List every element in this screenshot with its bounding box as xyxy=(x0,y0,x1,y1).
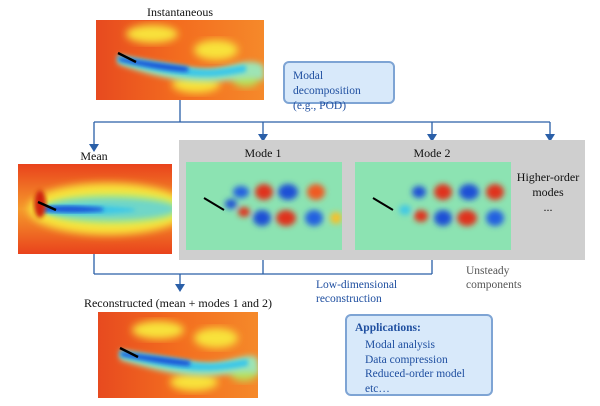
unsteady-components-caption: Unsteady components xyxy=(466,264,522,292)
low-dimensional-caption: Low-dimensional reconstruction xyxy=(316,278,397,306)
reconstructed-label: Reconstructed (mean + modes 1 and 2) xyxy=(83,296,273,310)
list-item: Data compression xyxy=(365,353,448,366)
applications-box: Applications: Modal analysis Data compre… xyxy=(345,314,493,396)
reconstructed-flow-image xyxy=(98,312,258,398)
unsteady-line1: Unsteady xyxy=(466,265,510,277)
modal-box-line2: (e.g., POD) xyxy=(293,100,347,112)
mode1-image xyxy=(186,162,342,250)
instantaneous-flow-image xyxy=(96,20,264,100)
list-item: Reduced-order model xyxy=(365,368,465,380)
low-dim-line1: Low-dimensional xyxy=(316,279,398,291)
modal-decomposition-box: Modal decomposition (e.g., POD) xyxy=(283,61,395,112)
higher-order-line1: Higher-order xyxy=(516,170,580,184)
list-item: etc… xyxy=(365,382,390,395)
higher-order-line3: ... xyxy=(543,200,553,214)
low-dim-line2: reconstruction xyxy=(316,293,382,305)
instantaneous-title: Instantaneous xyxy=(147,5,213,19)
higher-order-modes-text: Higher-order modes ... xyxy=(517,170,579,215)
applications-list: Modal analysis Data compression Reduced-… xyxy=(355,338,483,396)
mode2-label: Mode 2 xyxy=(413,146,451,160)
unsteady-line2: components xyxy=(466,279,522,291)
list-item: Modal analysis xyxy=(365,339,435,351)
mean-label: Mean xyxy=(80,149,108,163)
higher-order-line2: modes xyxy=(532,185,564,199)
applications-title: Applications: xyxy=(355,322,421,334)
mean-flow-image xyxy=(18,164,172,254)
mode2-image xyxy=(355,162,511,250)
arrow-heads xyxy=(89,134,555,292)
mode1-label: Mode 1 xyxy=(244,146,282,160)
modal-box-line1: Modal decomposition xyxy=(293,70,361,97)
